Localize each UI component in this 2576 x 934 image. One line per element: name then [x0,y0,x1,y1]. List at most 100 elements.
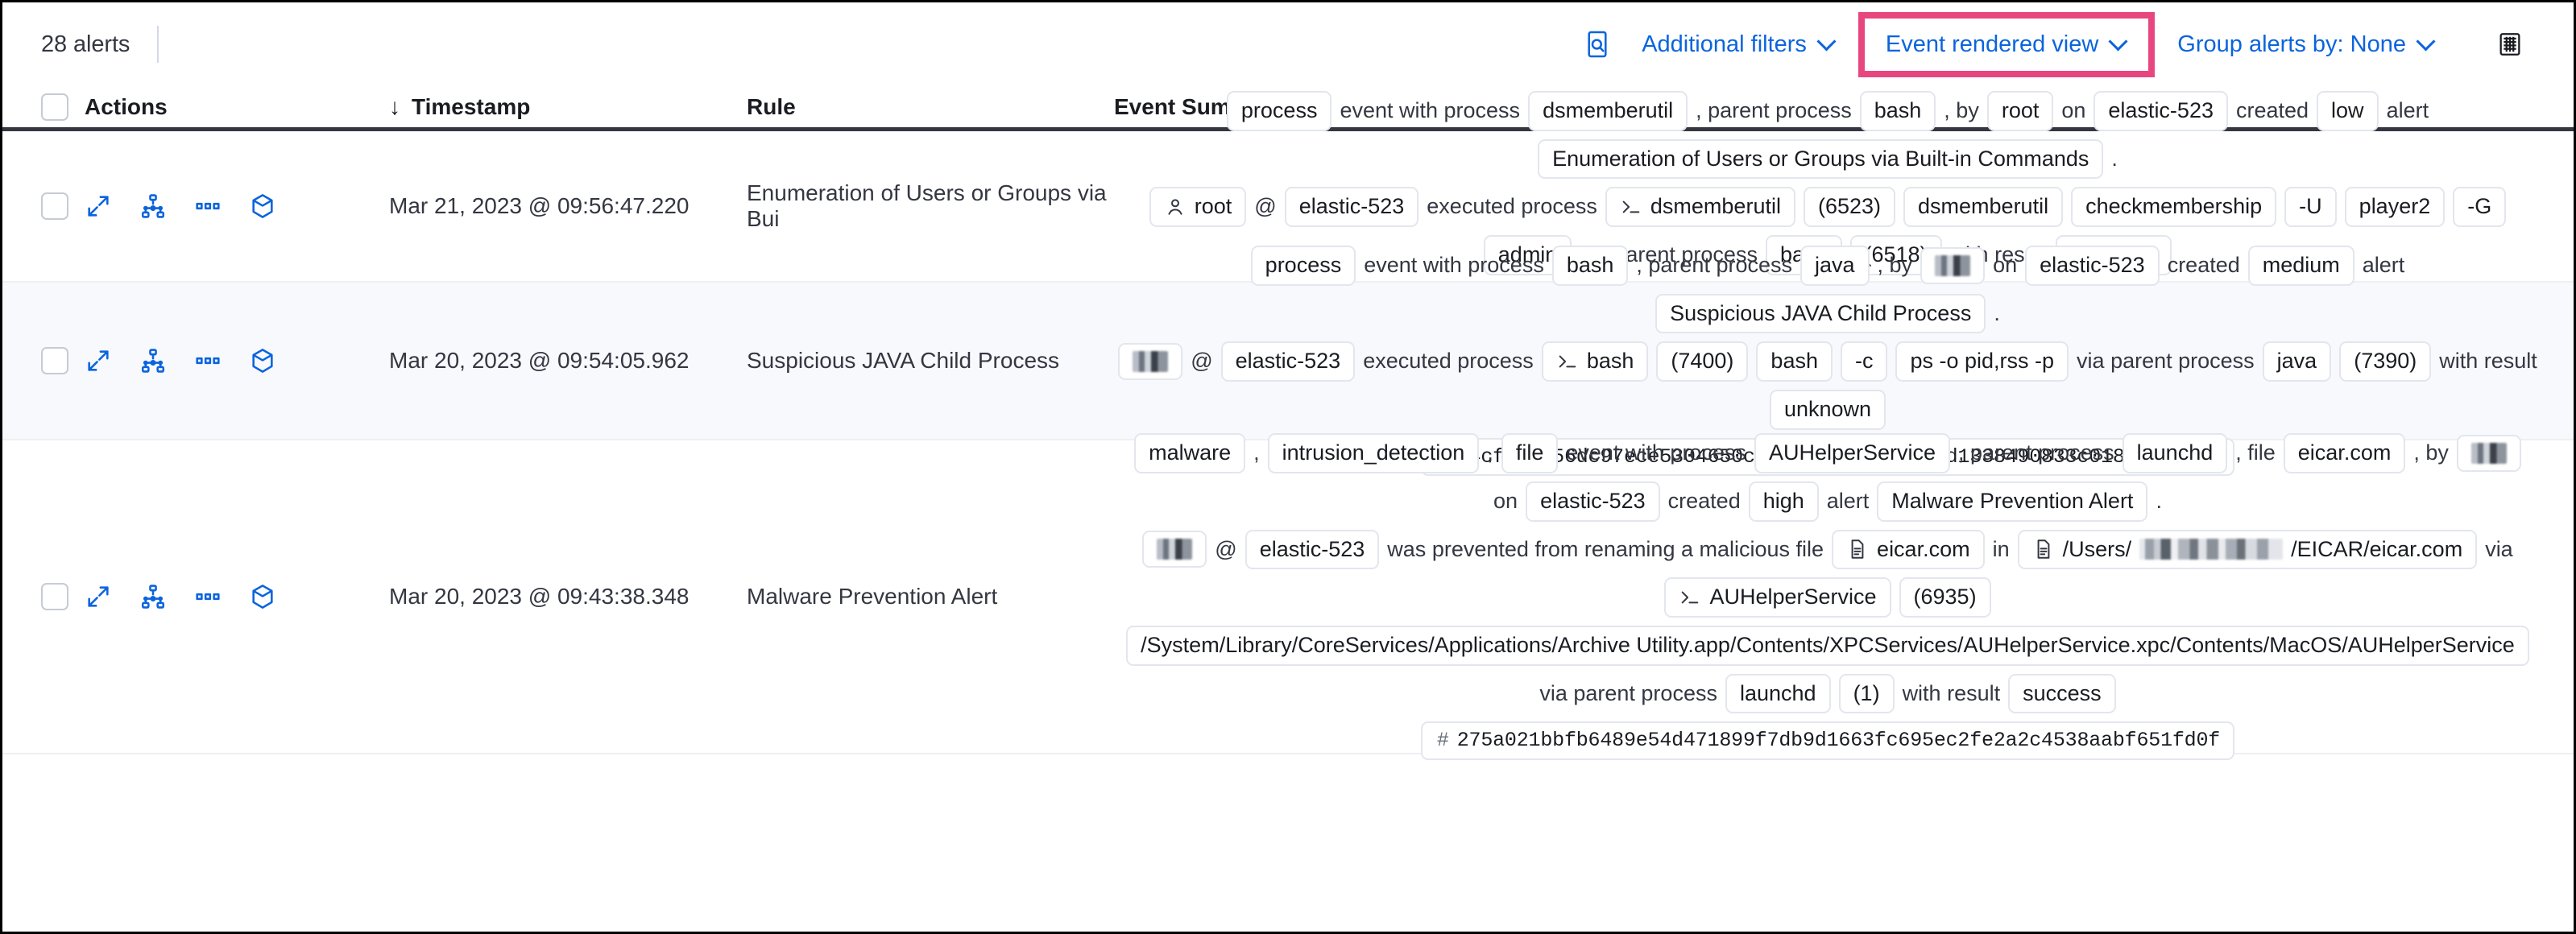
row-select-checkbox[interactable] [41,347,68,374]
summary-pill[interactable]: (7400) [1656,341,1749,382]
summary-pill-label: AUHelperService [1768,440,1936,465]
summary-pill[interactable]: launchd [1725,673,1831,714]
summary-pill[interactable]: process [1226,90,1332,131]
summary-pill[interactable]: bash [1541,341,1649,382]
redacted-value [2470,443,2507,465]
summary-pill[interactable]: Suspicious JAVA Child Process [1655,293,1986,334]
summary-pill-label: -c [1854,349,1874,374]
event-rendered-view-button[interactable]: Event rendered view [1873,22,2140,68]
summary-pill[interactable]: dsmemberutil [1528,90,1688,131]
row-rule-name[interactable]: Malware Prevention Alert [747,584,998,609]
summary-pill[interactable]: root [1149,187,1247,227]
summary-pill[interactable]: success [2008,673,2116,714]
summary-pill-label: -G [2467,194,2492,219]
summary-pill[interactable] [1118,343,1183,381]
summary-pill[interactable]: java [1800,245,1870,286]
summary-pill[interactable]: -G [2453,187,2507,227]
row-actions-icons [85,192,389,220]
row-rule-name[interactable]: Suspicious JAVA Child Process [747,348,1060,373]
summary-pill[interactable]: root [1986,90,2054,131]
table-row[interactable]: Mar 20, 2023 @ 09:43:38.348 Malware Preve… [2,433,2574,760]
summary-pill[interactable]: -c [1840,341,1888,382]
summary-pill-label: java [1815,252,1855,277]
additional-filters-button[interactable]: Additional filters [1624,23,1853,66]
summary-pill[interactable]: AUHelperService [1754,433,1951,473]
expand-arrows-icon[interactable] [85,347,112,374]
column-header-timestamp[interactable]: ↓ Timestamp [389,94,747,120]
summary-pill[interactable]: (1) [1838,673,1895,714]
session-view-icon[interactable] [249,192,276,220]
summary-pill[interactable]: launchd [2122,433,2228,473]
summary-pill-label: bash [1770,349,1818,374]
summary-pill[interactable]: (7390) [2339,341,2432,382]
summary-pill[interactable]: bash [1859,90,1936,131]
group-alerts-by-button[interactable]: Group alerts by: None [2160,23,2453,66]
summary-pill[interactable]: /System/Library/CoreServices/Application… [1126,625,2529,666]
summary-pill[interactable]: high [1748,481,1819,522]
more-actions-icon[interactable] [194,192,222,220]
select-all-checkbox[interactable] [41,93,68,121]
summary-pill[interactable]: bash [1551,245,1629,286]
summary-pill[interactable]: Enumeration of Users or Groups via Built… [1538,138,2104,180]
summary-pill[interactable]: elastic-523 [1245,529,1380,570]
summary-pill[interactable] [2456,435,2521,473]
summary-pill[interactable]: (6523) [1803,187,1896,227]
summary-pill[interactable]: -U [2284,187,2337,227]
summary-pill[interactable]: bash [1756,341,1833,382]
summary-pill[interactable]: eicar.com [2283,433,2406,473]
row-select-checkbox[interactable] [41,192,68,220]
expand-arrows-icon[interactable] [85,583,112,610]
summary-pill[interactable]: elastic-523 [2025,245,2160,286]
summary-pill[interactable]: intrusion_detection [1267,433,1480,473]
summary-pill[interactable]: Malware Prevention Alert [1877,481,2148,522]
session-view-icon[interactable] [249,583,276,610]
summary-pill[interactable]: malware [1134,433,1246,473]
expand-arrows-icon[interactable] [85,192,112,220]
more-actions-icon[interactable] [194,347,222,374]
summary-pill[interactable]: low [2317,90,2379,131]
summary-pill[interactable] [1142,531,1207,568]
summary-pill[interactable]: dsmemberutil [1605,187,1795,227]
summary-pill[interactable]: medium [2247,245,2354,286]
summary-pill[interactable]: elastic-523 [1220,341,1356,382]
summary-pill[interactable]: process [1250,245,1356,286]
row-select-checkbox[interactable] [41,583,68,610]
summary-text: event with process [1364,252,1544,277]
row-timestamp: Mar 20, 2023 @ 09:43:38.348 [389,584,690,609]
inspect-search-icon[interactable] [1571,21,1624,68]
analyzer-icon[interactable] [139,347,167,374]
summary-text: . [2111,146,2118,171]
summary-pill-label: (6518) [1864,242,1928,267]
column-header-actions[interactable]: Actions [85,93,168,119]
session-view-icon[interactable] [249,347,276,374]
summary-text: on [1493,488,1518,513]
summary-pill[interactable]: eicar.com [1832,529,1985,570]
summary-pill[interactable]: checkmembership [2071,187,2277,227]
summary-pill[interactable]: AUHelperService [1664,577,1891,618]
summary-pill-label: admin [1497,242,1558,267]
more-actions-icon[interactable] [194,583,222,610]
summary-pill-label: eicar.com [1877,536,1970,561]
summary-pill[interactable]: elastic-523 [2094,90,2228,131]
user-icon [1164,196,1187,218]
row-rule-name[interactable]: Enumeration of Users or Groups via Bui [747,180,1107,231]
summary-pill[interactable]: elastic-523 [1284,187,1419,227]
summary-pill[interactable]: dsmemberutil [1903,187,2064,227]
summary-pill[interactable]: (6935) [1899,577,1991,618]
summary-pill[interactable]: file [1501,433,1559,473]
column-header-rule[interactable]: Rule [747,93,796,119]
event-hash-pill[interactable]: #275a021bbfb6489e54d471899f7db9d1663fc69… [1420,721,2235,760]
summary-pill[interactable]: elastic-523 [1526,481,1660,522]
summary-pill[interactable]: /Users//EICAR/eicar.com [2017,529,2478,570]
summary-pill[interactable]: ps -o pid,rss -p [1895,341,2069,382]
summary-pill[interactable] [1920,246,1986,284]
summary-line: #275a021bbfb6489e54d471899f7db9d1663fc69… [1114,721,2541,760]
analyzer-icon[interactable] [139,583,167,610]
analyzer-icon[interactable] [139,192,167,220]
summary-pill[interactable]: java [2262,341,2332,382]
field-browser-icon[interactable] [2485,23,2535,66]
summary-pill[interactable]: player2 [2344,187,2446,227]
summary-pill[interactable]: unknown [1769,389,1886,430]
